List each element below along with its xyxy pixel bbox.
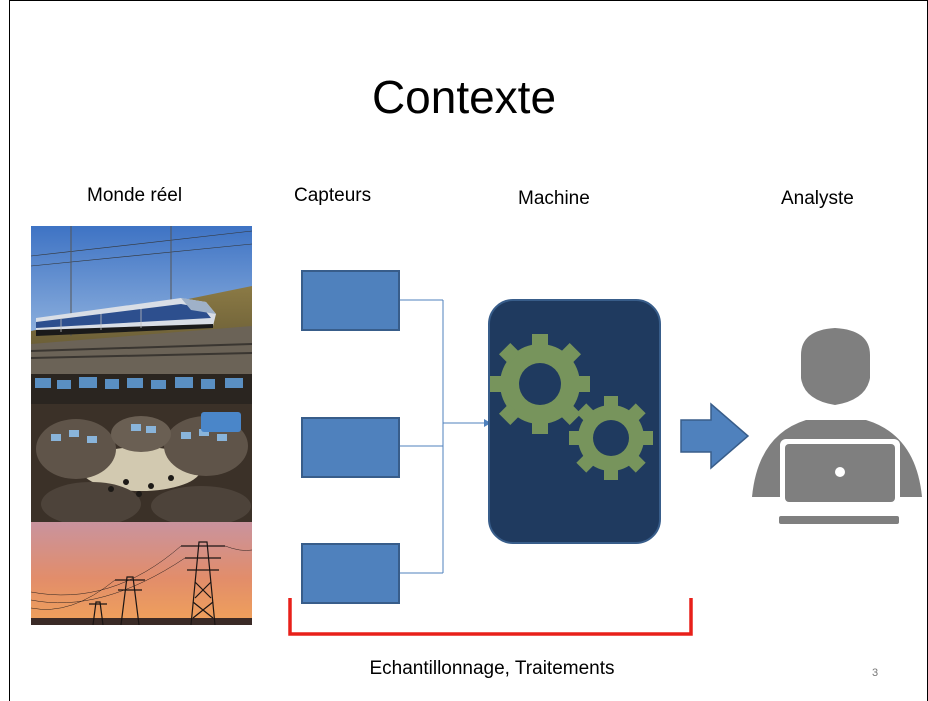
sensor-box-2 [301, 417, 400, 478]
arrow-right-icon [680, 402, 750, 470]
person-laptop-icon [752, 328, 922, 524]
sampling-processing-label: Echantillonnage, Traitements [369, 658, 615, 679]
connector-arrowhead-icon [484, 419, 491, 427]
train-photo [31, 226, 252, 374]
column-label-real-world: Monde réel [87, 185, 183, 206]
power-lines-photo [31, 522, 252, 625]
sensor-box-3 [301, 543, 400, 604]
column-label-analyst: Analyste [781, 188, 854, 209]
slide-title: Contexte [371, 71, 557, 123]
gears-icon [490, 334, 653, 480]
sensor-connector-lines [400, 299, 485, 574]
bracket-sampling-processing [288, 598, 693, 636]
page-number: 3 [872, 667, 879, 679]
sensor-box-1 [301, 270, 400, 331]
trading-floor-photo [31, 374, 252, 522]
column-label-machine: Machine [518, 188, 590, 209]
column-label-sensors: Capteurs [294, 185, 372, 206]
